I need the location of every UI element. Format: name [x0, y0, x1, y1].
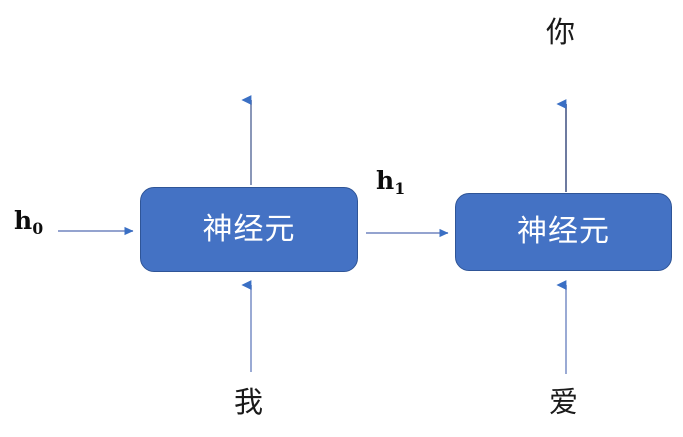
output-token-1: 你 — [546, 15, 576, 49]
input-token-2: 爱 — [549, 385, 579, 419]
state-label-h0-subscript: 0 — [32, 218, 44, 238]
neuron-node-1-label: 神经元 — [202, 211, 296, 247]
neuron-node-1[interactable]: 神经元 — [140, 187, 358, 272]
state-label-h1-subscript: 1 — [394, 178, 406, 198]
state-label-h1-base: h — [376, 166, 395, 195]
input-token-1: 我 — [234, 385, 264, 419]
state-label-h0: h0 — [14, 206, 43, 236]
state-label-h1: h1 — [376, 166, 405, 196]
neuron-node-2[interactable]: 神经元 — [455, 193, 672, 271]
neuron-node-2-label: 神经元 — [517, 214, 610, 249]
state-label-h0-base: h — [14, 206, 33, 235]
